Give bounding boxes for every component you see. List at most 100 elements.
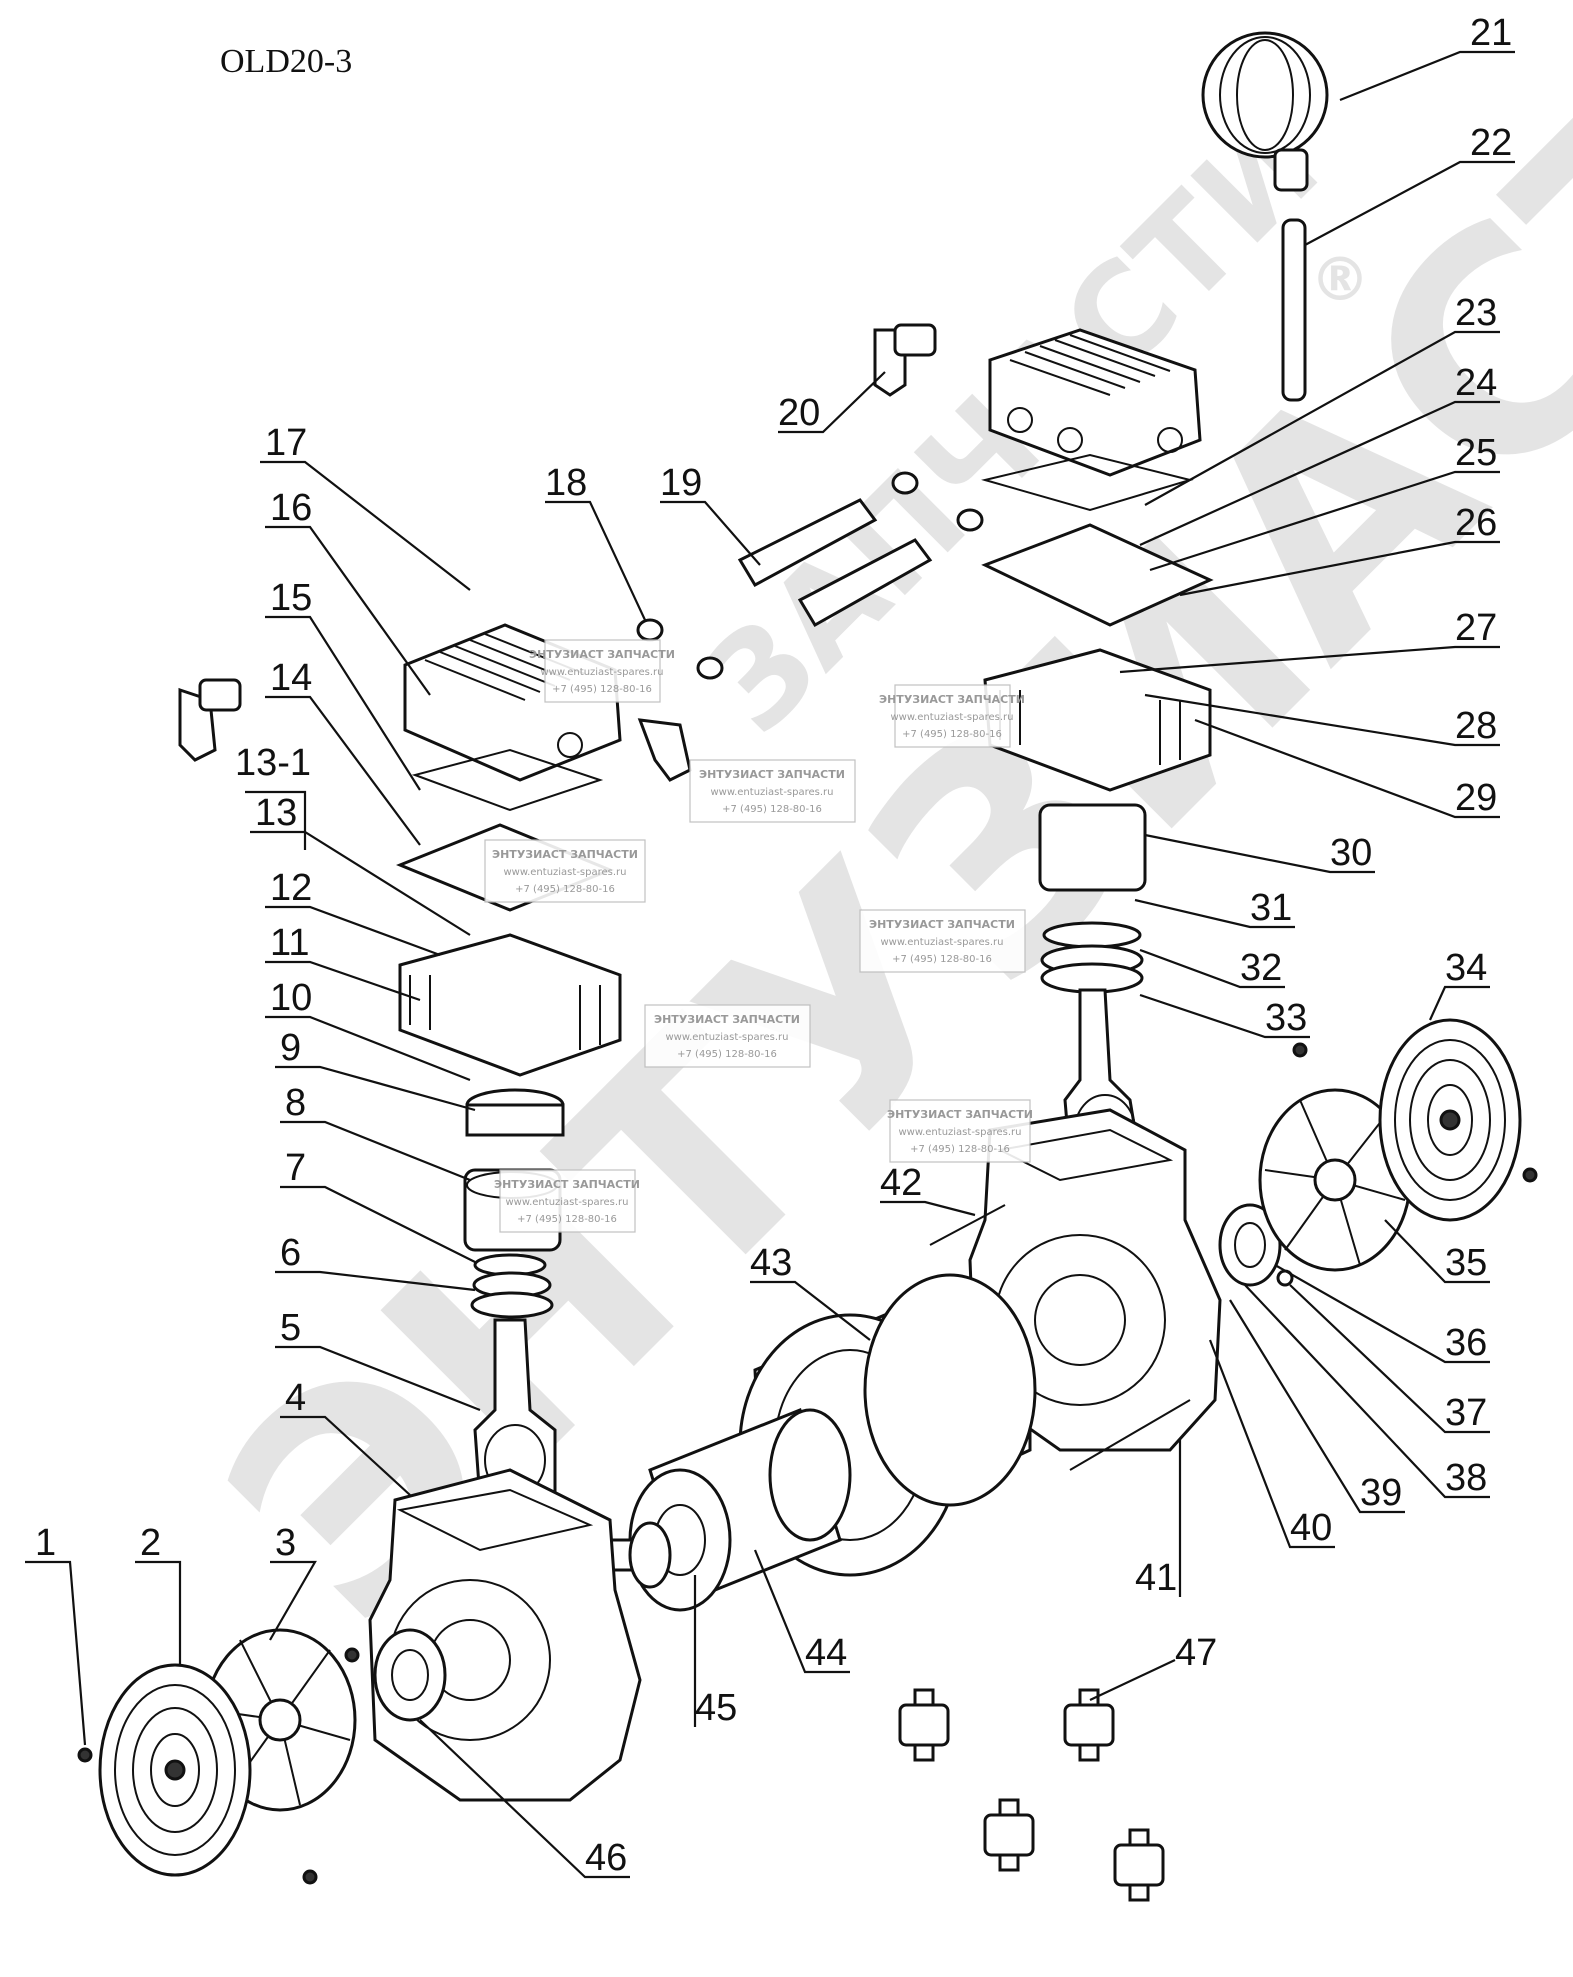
svg-text:www.entuziast-spares.ru: www.entuziast-spares.ru: [890, 712, 1013, 723]
callout-25: 25: [1455, 432, 1497, 474]
callout-34: 34: [1445, 947, 1487, 989]
callout-8: 8: [285, 1082, 306, 1124]
watermark-stamp: ЭНТУЗИАСТ ЗАПЧАСТИ www.entuziast-spares.…: [484, 839, 646, 903]
callout-43: 43: [750, 1242, 792, 1284]
svg-text:www.entuziast-spares.ru: www.entuziast-spares.ru: [665, 1032, 788, 1043]
callout-20: 20: [778, 392, 820, 434]
right-transfer-tube-drawing: [797, 538, 933, 628]
callout-4: 4: [285, 1377, 306, 1419]
callout-2: 2: [140, 1522, 161, 1564]
watermark-stamp: ЭНТУЗИАСТ ЗАПЧАСТИ www.entuziast-spares.…: [529, 639, 675, 703]
callout-33: 33: [1265, 997, 1307, 1039]
callout-12: 12: [270, 867, 312, 909]
svg-text:ЭНТУЗИАСТ ЗАПЧАСТИ: ЭНТУЗИАСТ ЗАПЧАСТИ: [879, 693, 1025, 706]
callout-6: 6: [280, 1232, 301, 1274]
svg-text:www.entuziast-spares.ru: www.entuziast-spares.ru: [540, 667, 663, 678]
callout-23: 23: [1455, 292, 1497, 334]
callout-15: 15: [270, 577, 312, 619]
watermark-stamp: ЭНТУЗИАСТ ЗАПЧАСТИ www.entuziast-spares.…: [859, 909, 1026, 973]
callout-31: 31: [1250, 887, 1292, 929]
svg-text:+7 (495) 128-80-16: +7 (495) 128-80-16: [517, 1214, 617, 1225]
svg-text:ЭНТУЗИАСТ ЗАПЧАСТИ: ЭНТУЗИАСТ ЗАПЧАСТИ: [529, 648, 675, 661]
callout-36: 36: [1445, 1322, 1487, 1364]
svg-text:ЭНТУЗИАСТ ЗАПЧАСТИ: ЭНТУЗИАСТ ЗАПЧАСТИ: [887, 1108, 1033, 1121]
diagram-title: OLD20-3: [220, 43, 352, 80]
watermark-stamp: ЭНТУЗИАСТ ЗАПЧАСТИ www.entuziast-spares.…: [494, 1169, 640, 1233]
callout-47: 47: [1175, 1632, 1217, 1674]
svg-text:+7 (495) 128-80-16: +7 (495) 128-80-16: [515, 884, 615, 895]
callout-7: 7: [285, 1147, 306, 1189]
svg-text:www.entuziast-spares.ru: www.entuziast-spares.ru: [505, 1197, 628, 1208]
callout-38: 38: [1445, 1457, 1487, 1499]
tube-drawing: [1281, 218, 1307, 402]
svg-text:ЭНТУЗИАСТ ЗАПЧАСТИ: ЭНТУЗИАСТ ЗАПЧАСТИ: [492, 848, 638, 861]
callout-13-1: 13-1: [235, 742, 311, 784]
callout-13: 13: [255, 792, 297, 834]
svg-text:www.entuziast-spares.ru: www.entuziast-spares.ru: [503, 867, 626, 878]
watermark-stamp: ЭНТУЗИАСТ ЗАПЧАСТИ www.entuziast-spares.…: [689, 759, 856, 823]
callout-1: 1: [35, 1522, 56, 1564]
svg-text:+7 (495) 128-80-16: +7 (495) 128-80-16: [902, 729, 1002, 740]
callout-26: 26: [1455, 502, 1497, 544]
callout-16: 16: [270, 487, 312, 529]
svg-text:+7 (495) 128-80-16: +7 (495) 128-80-16: [677, 1049, 777, 1060]
callout-28: 28: [1455, 705, 1497, 747]
callout-41: 41: [1135, 1557, 1177, 1599]
right-cylinder-head-drawing: [981, 328, 1214, 792]
svg-text:+7 (495) 128-80-16: +7 (495) 128-80-16: [552, 684, 652, 695]
right-piston-drawing: [1038, 803, 1147, 892]
left-fan-cover-drawing: [98, 1663, 252, 1877]
callout-45: 45: [695, 1687, 737, 1729]
watermark-stamp: ЭНТУЗИАСТ ЗАПЧАСТИ www.entuziast-spares.…: [644, 1004, 811, 1068]
center-elbow-drawing: [637, 718, 692, 782]
callout-32: 32: [1240, 947, 1282, 989]
watermark-stamp: ЭНТУЗИАСТ ЗАПЧАСТИ www.entuziast-spares.…: [879, 684, 1025, 748]
callout-27: 27: [1455, 607, 1497, 649]
air-filter-drawing: [1201, 31, 1329, 192]
left-transfer-tube-drawing: [737, 498, 878, 588]
callout-10: 10: [270, 977, 312, 1019]
callout-11: 11: [270, 922, 309, 964]
callout-29: 29: [1455, 777, 1497, 819]
part-drawings: [77, 31, 1538, 1902]
svg-text:+7 (495) 128-80-16: +7 (495) 128-80-16: [910, 1144, 1010, 1155]
callout-35: 35: [1445, 1242, 1487, 1284]
callout-5: 5: [280, 1307, 301, 1349]
callout-9: 9: [280, 1027, 301, 1069]
watermark-stamp: ЭНТУЗИАСТ ЗАПЧАСТИ www.entuziast-spares.…: [887, 1099, 1033, 1163]
screw-drawing: [77, 1747, 93, 1763]
svg-text:+7 (495) 128-80-16: +7 (495) 128-80-16: [892, 954, 992, 965]
callout-46: 46: [585, 1837, 627, 1879]
callout-39: 39: [1360, 1472, 1402, 1514]
svg-text:ЭНТУЗИАСТ ЗАПЧАСТИ: ЭНТУЗИАСТ ЗАПЧАСТИ: [699, 768, 845, 781]
svg-text:www.entuziast-spares.ru: www.entuziast-spares.ru: [880, 937, 1003, 948]
svg-text:ЭНТУЗИАСТ ЗАПЧАСТИ: ЭНТУЗИАСТ ЗАПЧАСТИ: [869, 918, 1015, 931]
svg-text:ЭНТУЗИАСТ ЗАПЧАСТИ: ЭНТУЗИАСТ ЗАПЧАСТИ: [654, 1013, 800, 1026]
watermark-stamps: ЭНТУЗИАСТ ЗАПЧАСТИ www.entuziast-spares.…: [484, 639, 1033, 1233]
callout-22: 22: [1470, 122, 1512, 164]
callout-44: 44: [805, 1632, 847, 1674]
rubber-feet-drawing: [898, 1688, 1165, 1902]
callout-30: 30: [1330, 832, 1372, 874]
callout-19: 19: [660, 462, 702, 504]
callout-37: 37: [1445, 1392, 1487, 1434]
callout-labels: 21 22 20 23 24 25 26 27 28 29 30 31: [25, 12, 1515, 1879]
svg-text:www.entuziast-spares.ru: www.entuziast-spares.ru: [898, 1127, 1021, 1138]
left-bearing-drawing: [373, 1628, 447, 1722]
right-bearing-drawing: [1218, 1203, 1282, 1287]
svg-text:+7 (495) 128-80-16: +7 (495) 128-80-16: [722, 804, 822, 815]
callout-18: 18: [545, 462, 587, 504]
svg-text:www.entuziast-spares.ru: www.entuziast-spares.ru: [710, 787, 833, 798]
callout-42: 42: [880, 1162, 922, 1204]
callout-14: 14: [270, 657, 312, 699]
callout-24: 24: [1455, 362, 1497, 404]
callout-3: 3: [275, 1522, 296, 1564]
callout-17: 17: [265, 422, 307, 464]
left-crankcase-drawing: [368, 1468, 642, 1802]
callout-40: 40: [1290, 1507, 1332, 1549]
callout-21: 21: [1470, 12, 1512, 54]
right-fan-cover-drawing: [1378, 1018, 1522, 1222]
watermark-registered: ®: [1310, 245, 1370, 315]
svg-text:ЭНТУЗИАСТ ЗАПЧАСТИ: ЭНТУЗИАСТ ЗАПЧАСТИ: [494, 1178, 640, 1191]
